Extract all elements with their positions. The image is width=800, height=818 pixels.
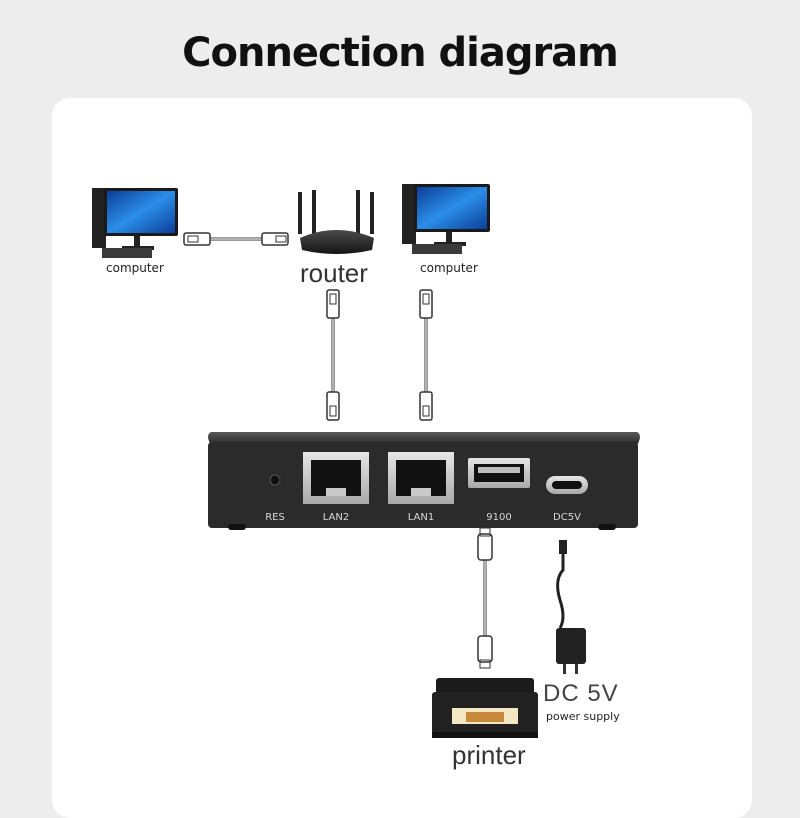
computer-left-icon (92, 188, 178, 258)
printer-label: printer (452, 740, 526, 770)
print-server-device (208, 432, 640, 530)
port-label-dc: DC5V (553, 512, 581, 523)
usb-cable-printer (477, 527, 493, 669)
ethernet-cable-horizontal (183, 232, 289, 246)
router-icon (298, 190, 374, 254)
dc-label: DC 5V (543, 680, 619, 707)
connection-diagram (92, 184, 640, 738)
page-title: Connection diagram (182, 30, 619, 76)
ethernet-cable-router-lan2 (326, 289, 340, 421)
usb-port-icon (468, 458, 530, 488)
power-adapter-icon (556, 540, 586, 674)
computer-right-label: computer (420, 261, 478, 275)
lan1-port-icon (388, 452, 454, 504)
port-label-lan2: LAN2 (322, 512, 350, 523)
port-label-usb: 9100 (486, 512, 512, 523)
port-label-lan1: LAN1 (407, 512, 435, 523)
dc-port-icon (546, 476, 588, 494)
reset-button-icon (269, 474, 281, 486)
router-label: router (300, 258, 368, 288)
lan2-port-icon (303, 452, 369, 504)
computer-right-icon (402, 184, 490, 254)
port-label-res: RES (265, 512, 285, 523)
computer-left-label: computer (106, 261, 164, 275)
power-supply-label: power supply (546, 710, 620, 723)
ethernet-cable-computer-lan1 (419, 289, 433, 421)
printer-icon (432, 678, 538, 738)
